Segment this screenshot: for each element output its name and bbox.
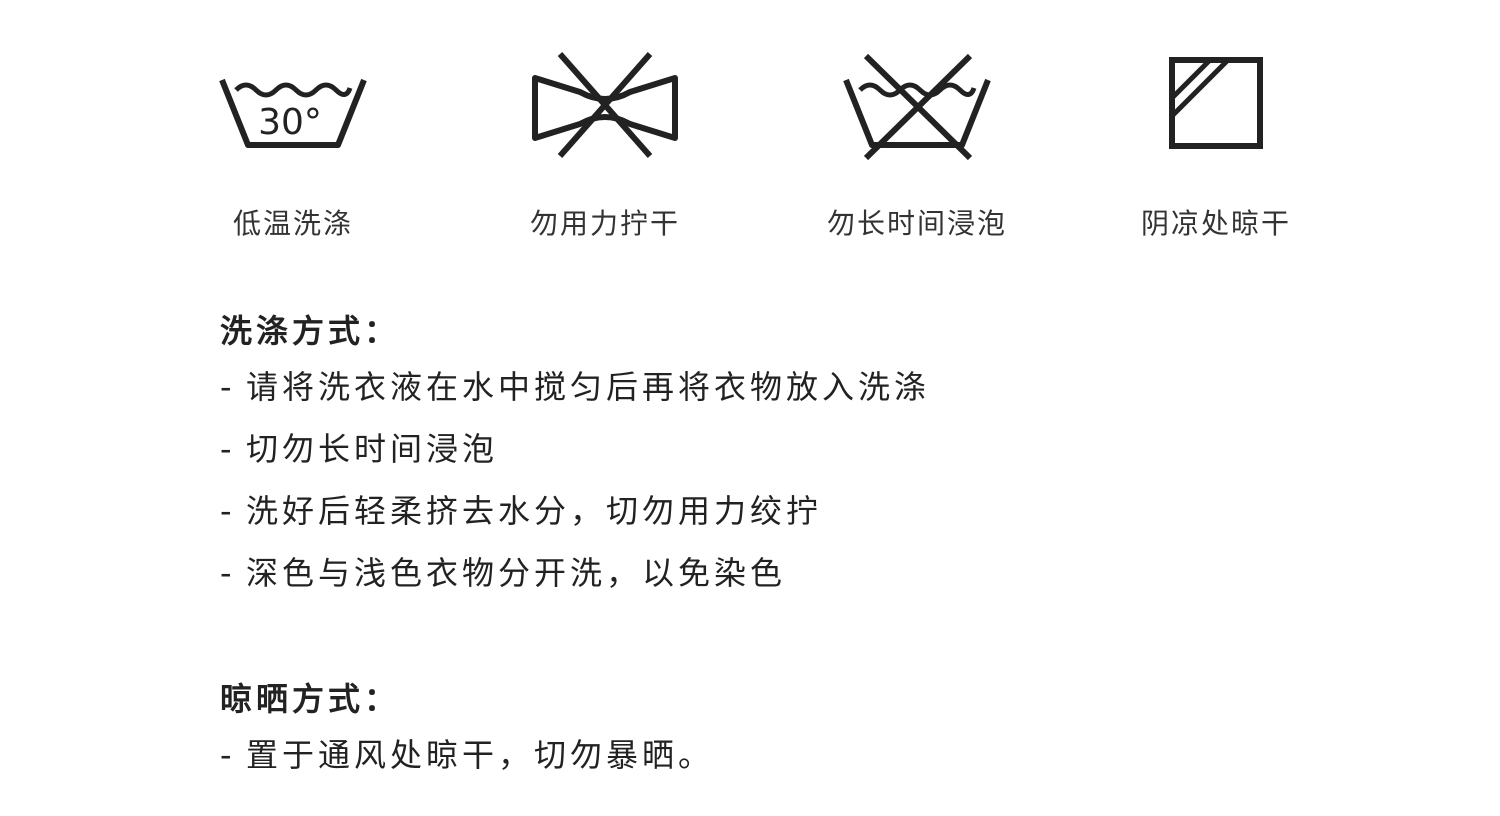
list-item: -洗好后轻柔挤去水分，切勿用力绞拧 bbox=[220, 480, 1420, 542]
shade-dry-icon bbox=[1169, 57, 1263, 149]
washing-title: 洗涤方式： bbox=[220, 312, 401, 350]
list-dash: - bbox=[220, 736, 236, 774]
care-label: 勿用力拧干 bbox=[529, 207, 680, 240]
list-dash: - bbox=[220, 492, 236, 530]
care-label: 阴凉处晾干 bbox=[1140, 207, 1291, 240]
list-dash: - bbox=[220, 368, 236, 406]
list-item: -切勿长时间浸泡 bbox=[220, 418, 1420, 480]
care-item-shade-dry: 阴凉处晾干 bbox=[1106, 40, 1326, 250]
drying-list: -置于通风处晾干，切勿暴晒。 bbox=[220, 724, 1420, 786]
wash-30-icon: 30° bbox=[219, 78, 367, 148]
care-item-no-wring: 勿用力拧干 bbox=[495, 40, 715, 250]
washing-section: 洗涤方式： -请将洗衣液在水中搅匀后再将衣物放入洗涤 -切勿长时间浸泡 -洗好后… bbox=[220, 306, 1420, 604]
no-soak-icon bbox=[843, 53, 991, 161]
no-wring-icon bbox=[532, 52, 678, 158]
drying-title: 晾晒方式： bbox=[220, 680, 401, 718]
list-dash: - bbox=[220, 430, 236, 468]
washing-list: -请将洗衣液在水中搅匀后再将衣物放入洗涤 -切勿长时间浸泡 -洗好后轻柔挤去水分… bbox=[220, 356, 1420, 604]
wash-temperature: 30° bbox=[258, 102, 322, 143]
care-item-wash-30: 30° 低温洗涤 bbox=[183, 40, 403, 250]
care-label: 勿长时间浸泡 bbox=[826, 207, 1007, 240]
care-item-no-soak: 勿长时间浸泡 bbox=[807, 40, 1027, 250]
list-dash: - bbox=[220, 554, 236, 592]
list-item: -深色与浅色衣物分开洗，以免染色 bbox=[220, 542, 1420, 604]
care-icons-row: 30° 低温洗涤 勿用力拧干 勿长时间浸泡 阴凉处晾干 bbox=[0, 0, 1500, 260]
drying-section: 晾晒方式： -置于通风处晾干，切勿暴晒。 bbox=[220, 674, 1420, 786]
list-item: -置于通风处晾干，切勿暴晒。 bbox=[220, 724, 1420, 786]
care-label: 低温洗涤 bbox=[232, 207, 353, 240]
list-item: -请将洗衣液在水中搅匀后再将衣物放入洗涤 bbox=[220, 356, 1420, 418]
